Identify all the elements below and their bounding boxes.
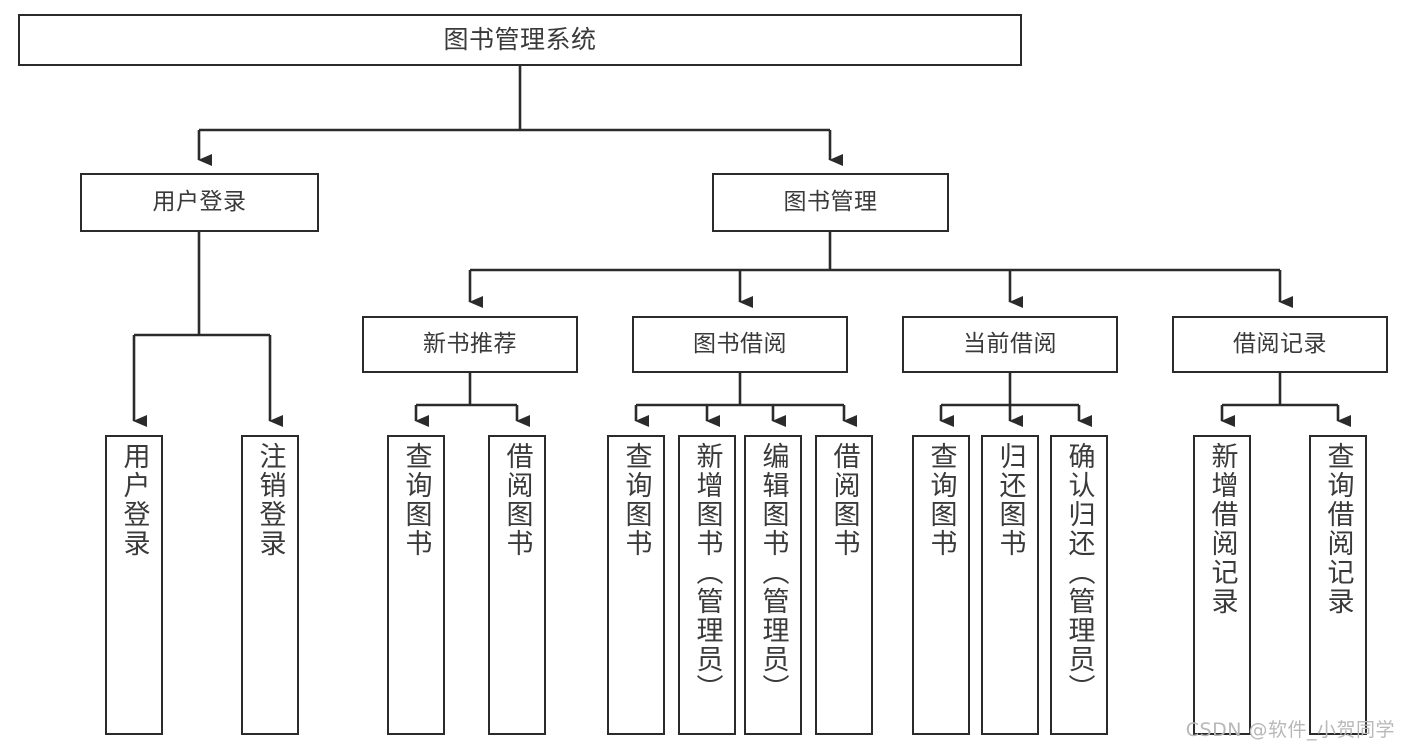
node-book-borrowing[interactable]: 图书借阅	[632, 316, 848, 373]
node-label: 用户登录	[118, 442, 150, 558]
node-borrowing-record[interactable]: 借阅记录	[1172, 316, 1388, 373]
node-label: 借阅图书	[501, 442, 533, 558]
node-label: 当前借阅	[963, 330, 1057, 357]
node-user-login[interactable]: 用户登录	[80, 173, 319, 232]
leaf-edit-book-admin[interactable]: 编辑图书（管理员）	[744, 435, 802, 735]
node-label: 确认归还（管理员）	[1063, 442, 1095, 703]
node-label: 归还图书	[994, 442, 1026, 558]
node-current-borrowing[interactable]: 当前借阅	[902, 316, 1118, 373]
leaf-return-book[interactable]: 归还图书	[981, 435, 1039, 735]
node-label: 图书借阅	[693, 330, 787, 357]
leaf-confirm-return-admin[interactable]: 确认归还（管理员）	[1050, 435, 1108, 735]
node-label: 新书推荐	[423, 330, 517, 357]
node-label: 借阅记录	[1233, 330, 1327, 357]
leaf-borrow-book-borrow[interactable]: 借阅图书	[815, 435, 873, 735]
node-label: 用户登录	[152, 188, 247, 215]
leaf-query-book-current[interactable]: 查询图书	[912, 435, 970, 735]
leaf-add-borrow-record[interactable]: 新增借阅记录	[1193, 435, 1251, 735]
leaf-add-book-admin[interactable]: 新增图书（管理员）	[678, 435, 736, 735]
leaf-logout-login[interactable]: 注销登录	[241, 435, 299, 735]
node-label: 新增图书（管理员）	[691, 442, 723, 703]
node-label: 查询图书	[925, 442, 957, 558]
leaf-borrow-book-new-book[interactable]: 借阅图书	[488, 435, 546, 735]
leaf-query-borrow-record[interactable]: 查询借阅记录	[1309, 435, 1367, 735]
node-label: 查询图书	[400, 442, 432, 558]
node-label: 编辑图书（管理员）	[757, 442, 789, 703]
node-new-book-recommendation[interactable]: 新书推荐	[362, 316, 578, 373]
node-root-book-management-system[interactable]: 图书管理系统	[18, 14, 1022, 66]
node-book-management[interactable]: 图书管理	[712, 173, 949, 232]
node-label: 查询图书	[620, 442, 652, 558]
leaf-query-book-borrow[interactable]: 查询图书	[607, 435, 665, 735]
node-label: 新增借阅记录	[1206, 442, 1238, 616]
node-label: 查询借阅记录	[1322, 442, 1354, 616]
leaf-query-book-new-book[interactable]: 查询图书	[387, 435, 445, 735]
node-label: 注销登录	[254, 442, 286, 558]
node-label: 图书管理系统	[443, 25, 597, 54]
node-label: 图书管理	[783, 188, 878, 215]
leaf-user-login[interactable]: 用户登录	[105, 435, 163, 735]
node-label: 借阅图书	[828, 442, 860, 558]
